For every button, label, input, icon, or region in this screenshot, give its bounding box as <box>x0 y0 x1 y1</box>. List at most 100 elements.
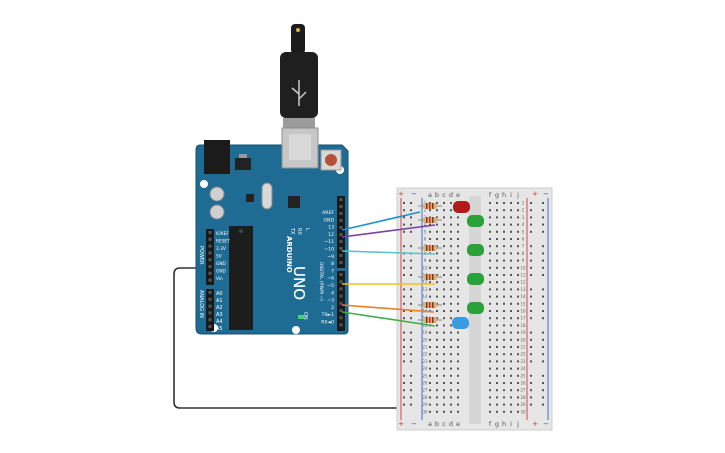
breadboard-hole <box>510 281 512 284</box>
power-header[interactable] <box>206 229 214 285</box>
breadboard-hole <box>503 403 505 406</box>
mount-hole <box>200 180 208 188</box>
breadboard-hole <box>489 396 491 399</box>
digital-pin-label: ~9 <box>327 254 334 260</box>
analog-pin-label: A4 <box>216 319 223 325</box>
breadboard-hole <box>489 374 491 377</box>
breadboard-hole <box>436 230 438 233</box>
led-green-2[interactable] <box>467 244 484 256</box>
column-letter-top: b <box>435 191 439 199</box>
rail-hole <box>530 266 532 269</box>
breadboard-hole <box>443 245 445 248</box>
wire-black-gnd[interactable] <box>173 267 414 409</box>
resistor[interactable] <box>418 245 442 251</box>
rail-hole <box>403 374 405 377</box>
breadboard-hole <box>503 382 505 384</box>
usb-cable-dot-icon <box>296 28 300 32</box>
breadboard-hole <box>496 288 498 291</box>
resistor[interactable] <box>418 302 442 308</box>
header-hole <box>339 219 343 222</box>
breadboard-hole <box>443 216 445 219</box>
voltage-regulator <box>235 158 251 170</box>
led-green-1[interactable] <box>467 215 484 227</box>
resistor[interactable] <box>418 203 442 209</box>
column-letter-bottom: i <box>510 420 512 428</box>
usb-cable[interactable] <box>280 24 318 128</box>
breadboard-hole <box>436 259 438 262</box>
row-number-right: 25 <box>520 373 526 378</box>
resistor[interactable] <box>418 274 442 280</box>
breadboard-hole <box>450 360 452 363</box>
usb-b-socket-inner <box>289 134 311 160</box>
rail-hole <box>530 302 532 305</box>
breadboard-hole <box>496 396 498 399</box>
breadboard-hole <box>436 389 438 392</box>
digital-pin-label: 12 <box>328 232 334 238</box>
breadboard-hole <box>436 223 438 226</box>
resistor[interactable] <box>418 217 442 223</box>
column-letter-top: f <box>489 191 492 199</box>
wire-cyan-pin10[interactable] <box>341 250 436 255</box>
header-hole <box>208 231 212 234</box>
rail-hole <box>403 360 405 363</box>
row-number-right: 7 <box>522 244 525 249</box>
led-blue[interactable] <box>452 317 469 329</box>
rail-hole <box>530 230 532 233</box>
header-hole <box>208 291 212 294</box>
row-number-right: 13 <box>520 287 526 292</box>
rail-hole <box>542 216 544 219</box>
row-number-left: 14 <box>422 294 428 299</box>
breadboard-hole <box>517 252 519 255</box>
analog-header[interactable] <box>206 289 214 331</box>
row-number-right: 12 <box>520 280 526 285</box>
power-pin-label: RESET <box>216 239 230 245</box>
led-red[interactable] <box>453 201 470 213</box>
resistors[interactable] <box>418 203 442 323</box>
arduino-uno-board[interactable]: TX RX L ON ARDUINO UNO DIGITAL (PWM ~) P… <box>195 127 349 335</box>
signal-wires[interactable] <box>341 211 436 327</box>
header-hole <box>208 251 212 255</box>
breadboard-hole <box>436 410 438 413</box>
wire-orange-pin3[interactable] <box>341 304 435 313</box>
row-number-right: 27 <box>520 388 526 393</box>
breadboard-hole <box>496 202 498 204</box>
resistor[interactable] <box>418 317 442 323</box>
rail-hole <box>542 374 544 377</box>
breadboard-hole <box>457 353 459 356</box>
wire-green-pin2[interactable] <box>341 311 436 327</box>
breadboard-hole <box>443 353 445 356</box>
row-number-left: 27 <box>422 388 428 393</box>
rail-hole <box>410 389 412 392</box>
digital-header-lower[interactable] <box>337 271 345 331</box>
rail-hole <box>403 259 405 262</box>
breadboard-hole <box>510 346 512 348</box>
breadboard-hole <box>443 410 445 413</box>
breadboard-hole <box>489 216 491 219</box>
header-hole <box>339 226 343 229</box>
breadboard-hole <box>450 302 452 305</box>
digital-header-upper[interactable] <box>337 196 345 268</box>
usb-chip <box>288 196 300 208</box>
rail-hole <box>403 353 405 356</box>
breadboard-hole <box>510 266 512 269</box>
breadboard-hole <box>489 202 491 204</box>
row-number-left: 2 <box>424 208 427 213</box>
rail-hole <box>403 245 405 248</box>
led-green-3[interactable] <box>467 273 484 285</box>
row-number-right: 1 <box>522 201 525 206</box>
row-number-right: 11 <box>520 273 526 278</box>
led-green-4[interactable] <box>467 302 484 314</box>
wire-purple-pin12[interactable] <box>341 224 436 238</box>
leds[interactable] <box>452 201 484 329</box>
tx-label: TX <box>289 227 295 235</box>
rail-hole <box>530 259 532 262</box>
breadboard-hole <box>503 346 505 348</box>
breadboard-hole <box>489 324 491 327</box>
breadboard-hole <box>503 230 505 233</box>
analog-header-label: ANALOG IN <box>198 290 204 318</box>
wire-blue-pin13[interactable] <box>341 211 421 231</box>
rail-hole <box>410 374 412 377</box>
breadboard-hole <box>450 353 452 356</box>
digital-pin-label: ~6 <box>327 276 334 282</box>
